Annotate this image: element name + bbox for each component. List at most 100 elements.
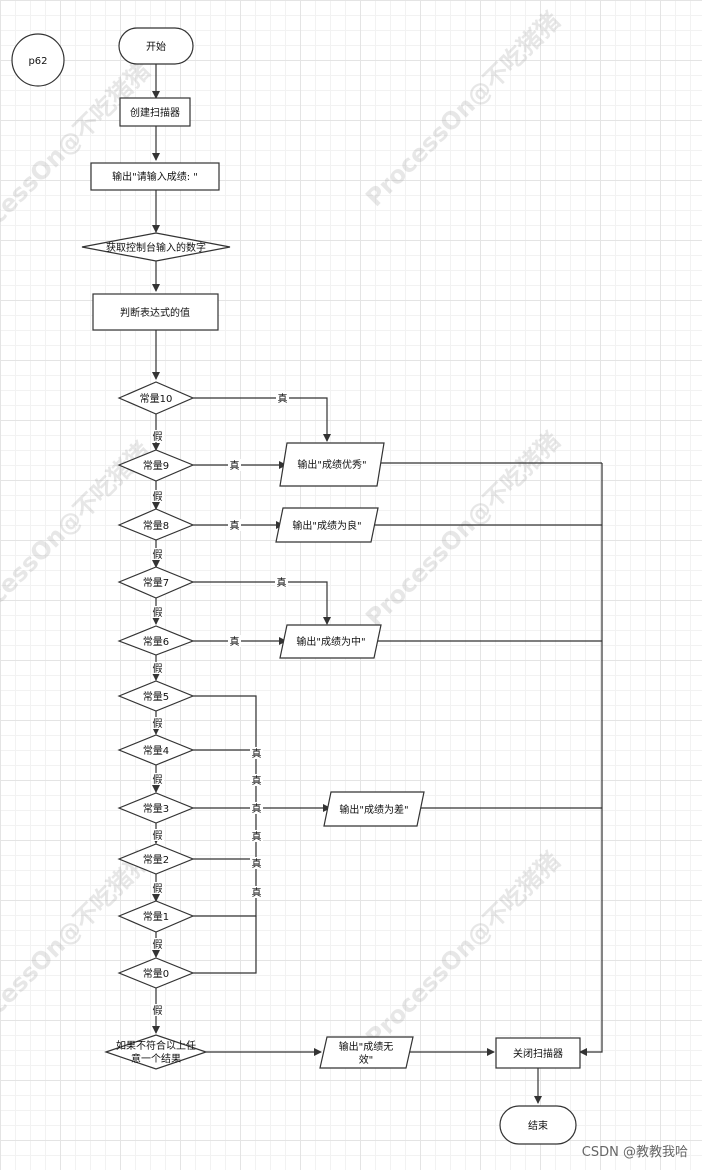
svg-text:真: 真 <box>230 519 240 532</box>
edge-label-false: 假 <box>151 829 164 842</box>
edge-c0-true <box>193 916 257 974</box>
svg-text:获取控制台输入的数字: 获取控制台输入的数字 <box>106 241 206 254</box>
svg-text:真: 真 <box>230 635 240 648</box>
decision-c6: 常量6 <box>117 625 195 656</box>
svg-text:输出"成绩为差": 输出"成绩为差" <box>339 803 408 816</box>
output-poor-node: 输出"成绩为差" <box>323 791 425 827</box>
svg-text:假: 假 <box>153 662 163 675</box>
svg-text:关闭扫描器: 关闭扫描器 <box>513 1047 563 1060</box>
edge-c1-true <box>193 808 257 917</box>
svg-text:常量9: 常量9 <box>143 459 169 472</box>
svg-text:假: 假 <box>153 829 163 842</box>
output-invalid-node: 输出"成绩无 效" <box>319 1036 414 1069</box>
edge-label-false: 假 <box>151 548 164 561</box>
decision-c1: 常量1 <box>117 900 195 933</box>
svg-text:效": 效" <box>359 1053 374 1066</box>
svg-text:常量1: 常量1 <box>143 910 169 923</box>
end-node: 结束 <box>499 1105 577 1145</box>
svg-text:真: 真 <box>252 830 262 843</box>
svg-text:输出"请输入成绩: ": 输出"请输入成绩: " <box>112 170 198 183</box>
edge-label-true: 真 <box>228 519 241 532</box>
svg-text:真: 真 <box>277 576 287 589</box>
edge-label-false: 假 <box>151 430 164 443</box>
output-good-node: 输出"成绩为良" <box>275 507 379 543</box>
decision-c5: 常量5 <box>117 680 195 712</box>
svg-text:假: 假 <box>153 1004 163 1017</box>
decision-c8: 常量8 <box>117 508 195 541</box>
edge-label-true: 真 <box>250 830 263 843</box>
svg-text:常量3: 常量3 <box>143 802 169 815</box>
edge-label-true: 真 <box>250 774 263 787</box>
start-node: 开始 <box>118 27 194 65</box>
output-excellent-node: 输出"成绩优秀" <box>279 442 385 487</box>
edge-label-false: 假 <box>151 606 164 619</box>
svg-text:常量10: 常量10 <box>140 392 173 405</box>
svg-text:常量0: 常量0 <box>143 967 169 980</box>
svg-text:假: 假 <box>153 606 163 619</box>
svg-text:假: 假 <box>153 938 163 951</box>
edge-label-true: 真 <box>250 802 263 815</box>
decision-c4: 常量4 <box>117 734 195 766</box>
svg-text:假: 假 <box>153 548 163 561</box>
edge-c7-true <box>193 581 331 625</box>
nodes: p62 开始 创建扫描器 输出"请输入成绩: " 获取控制台输入的数字 判断表达… <box>11 27 581 1145</box>
svg-text:真: 真 <box>252 747 262 760</box>
evaluate-expression-node: 判断表达式的值 <box>92 293 219 331</box>
svg-text:意一个结果: 意一个结果 <box>131 1052 181 1065</box>
edge-label-true: 真 <box>228 635 241 648</box>
svg-text:结束: 结束 <box>528 1119 548 1132</box>
svg-text:输出"成绩为中": 输出"成绩为中" <box>296 635 365 648</box>
svg-text:开始: 开始 <box>146 40 166 53</box>
credit-text: CSDN @教教我哈 <box>581 1145 688 1160</box>
edge-labels: 真 真 真 真 真 真 真 真 真 真 真 假 假 假 假 假 假 假 假 假 … <box>151 392 289 1017</box>
svg-text:输出"成绩为良": 输出"成绩为良" <box>292 519 361 532</box>
edge-label-true: 真 <box>228 459 241 472</box>
svg-text:如果不符合以上任: 如果不符合以上任 <box>116 1039 196 1052</box>
svg-text:常量2: 常量2 <box>143 853 169 866</box>
page-label-node: p62 <box>11 33 65 87</box>
edge-label-true: 真 <box>250 886 263 899</box>
edge-label-false: 假 <box>151 490 164 503</box>
svg-text:真: 真 <box>252 886 262 899</box>
svg-text:输出"成绩优秀": 输出"成绩优秀" <box>297 458 366 471</box>
edge-bus-to-close <box>579 463 603 1056</box>
edge-label-true: 真 <box>275 576 288 589</box>
svg-text:常量7: 常量7 <box>143 576 169 589</box>
svg-text:输出"成绩无: 输出"成绩无 <box>339 1040 394 1053</box>
close-scanner-node: 关闭扫描器 <box>495 1037 581 1069</box>
svg-text:真: 真 <box>278 392 288 405</box>
decision-c3: 常量3 <box>117 792 195 824</box>
decision-c2: 常量2 <box>117 843 195 875</box>
svg-text:判断表达式的值: 判断表达式的值 <box>120 306 190 319</box>
svg-text:假: 假 <box>153 882 163 895</box>
svg-text:假: 假 <box>153 490 163 503</box>
edge-label-true: 真 <box>250 747 263 760</box>
output-medium-node: 输出"成绩为中" <box>279 624 382 659</box>
edges <box>152 64 603 1104</box>
svg-text:真: 真 <box>252 802 262 815</box>
output-prompt-node: 输出"请输入成绩: " <box>90 162 220 191</box>
edge-label-false: 假 <box>151 717 164 730</box>
edge-c5-true <box>193 695 257 808</box>
edge-label-false: 假 <box>151 882 164 895</box>
decision-c10: 常量10 <box>117 381 195 415</box>
decision-c7: 常量7 <box>117 566 195 599</box>
svg-text:假: 假 <box>153 773 163 786</box>
svg-text:常量4: 常量4 <box>143 744 169 757</box>
svg-text:常量8: 常量8 <box>143 519 169 532</box>
svg-text:真: 真 <box>252 857 262 870</box>
edge-label-false: 假 <box>151 773 164 786</box>
edge-label-true: 真 <box>276 392 289 405</box>
edge-c10-true <box>193 397 331 442</box>
decision-c0: 常量0 <box>117 957 195 989</box>
svg-text:真: 真 <box>230 459 240 472</box>
svg-text:真: 真 <box>252 774 262 787</box>
svg-text:p62: p62 <box>28 56 47 67</box>
svg-text:假: 假 <box>153 430 163 443</box>
create-scanner-node: 创建扫描器 <box>119 97 191 127</box>
decision-default: 如果不符合以上任 意一个结果 <box>104 1034 208 1070</box>
svg-text:创建扫描器: 创建扫描器 <box>130 106 180 119</box>
edge-label-false: 假 <box>151 1004 164 1017</box>
read-input-node: 获取控制台输入的数字 <box>81 232 231 262</box>
